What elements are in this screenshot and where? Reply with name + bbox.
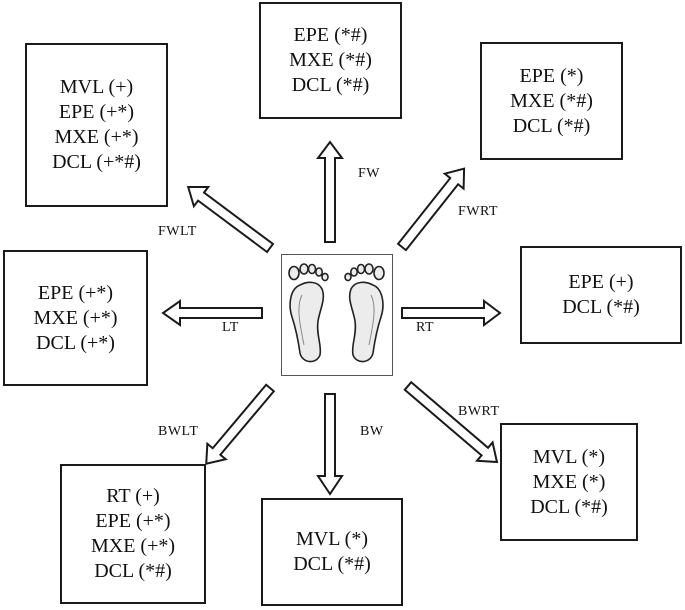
feet-icon — [281, 254, 393, 376]
box-bwrt-line: MXE (*) — [532, 470, 606, 493]
box-fwlt-line: DCL (+*#) — [52, 151, 141, 173]
box-bw: MVL (*) DCL (*#) — [261, 498, 403, 606]
box-bwrt-line: MVL (*) — [532, 445, 606, 468]
arrow-fwrt — [396, 167, 466, 252]
arrow-bwlt — [205, 383, 276, 466]
box-bwlt-line: RT (+) — [106, 485, 160, 507]
box-fw-line: MXE (*#) — [289, 49, 372, 71]
box-fwlt: MVL (+) EPE (+*) MXE (+*) DCL (+*#) — [25, 43, 168, 207]
box-fwrt-line: DCL (*#) — [512, 114, 591, 137]
label-lt: LT — [222, 320, 239, 335]
box-rt-line: DCL (*#) — [562, 296, 640, 318]
label-fwlt: FWLT — [158, 224, 197, 239]
label-fwrt: FWRT — [458, 204, 499, 219]
box-lt-line: MXE (+*) — [33, 306, 118, 329]
box-bw-line: DCL (*#) — [293, 553, 371, 575]
label-bwrt: BWRT — [458, 404, 500, 419]
label-bw: BW — [360, 424, 384, 439]
arrow-lt — [161, 299, 263, 327]
box-fwlt-line: MVL (+) — [59, 76, 134, 98]
arrow-fwlt — [186, 185, 275, 254]
box-fwrt-line: MXE (*#) — [510, 89, 593, 112]
box-fwrt: EPE (*) MXE (*#) DCL (*#) — [480, 42, 623, 160]
arrow-rt — [401, 299, 502, 327]
box-fwlt-line: EPE (+*) — [58, 101, 135, 123]
box-bwrt-line: DCL (*#) — [530, 495, 608, 518]
box-bwlt: RT (+) EPE (+*) MXE (+*) DCL (*#) — [60, 464, 206, 604]
arrow-bw — [316, 393, 344, 496]
box-fw-line: EPE (*#) — [293, 24, 368, 46]
box-fwlt-line: MXE (+*) — [54, 126, 139, 148]
box-lt: EPE (+*) MXE (+*) DCL (+*) — [3, 250, 148, 386]
arrow-fw — [316, 140, 344, 243]
box-fw-line: DCL (*#) — [291, 74, 370, 96]
box-bw-line: MVL (*) — [295, 528, 369, 550]
box-lt-line: EPE (+*) — [37, 281, 114, 304]
box-fw: EPE (*#) MXE (*#) DCL (*#) — [259, 2, 402, 119]
box-fwrt-line: EPE (*) — [519, 64, 584, 87]
box-bwrt: MVL (*) MXE (*) DCL (*#) — [500, 423, 638, 541]
label-fw: FW — [358, 166, 380, 181]
box-bwlt-line: MXE (+*) — [90, 535, 176, 557]
box-lt-line: DCL (+*) — [36, 331, 115, 354]
box-bwlt-line: DCL (*#) — [94, 560, 172, 582]
label-bwlt: BWLT — [158, 424, 199, 439]
box-rt: EPE (+) DCL (*#) — [520, 246, 682, 344]
box-rt-line: EPE (+) — [568, 271, 634, 293]
label-rt: RT — [416, 320, 435, 335]
box-bwlt-line: EPE (+*) — [95, 510, 171, 532]
arrow-bwrt — [403, 380, 499, 464]
